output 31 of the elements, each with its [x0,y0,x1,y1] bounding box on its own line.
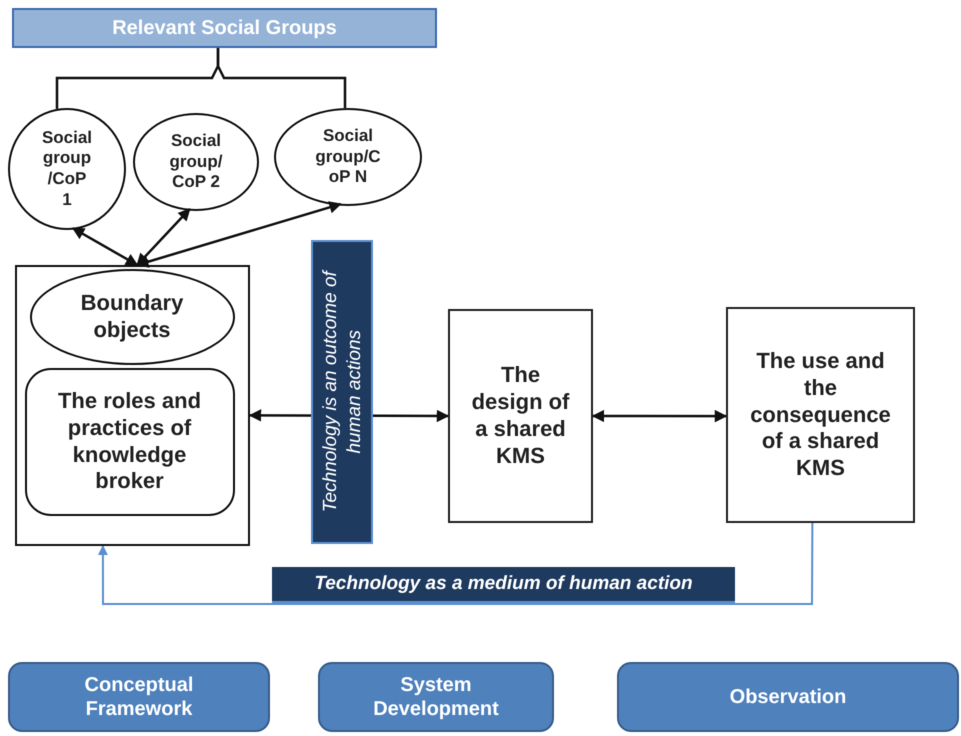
arrow [72,227,138,266]
node-label: The roles and practices of knowledge broker [56,388,202,496]
arrow [136,201,342,268]
arrow [98,523,814,605]
node-label: System Development [372,672,500,722]
box-shape [15,265,250,546]
node-label: Social group /CoP 1 [41,128,93,210]
node-label: Observation [730,684,846,710]
node-label: The use and the consequence of a shared KMS [749,348,892,482]
ellipse-node [274,108,422,206]
ellipse-node [8,108,126,230]
ellipse-node [133,113,259,211]
process-box [726,307,915,523]
arrow [136,208,191,266]
node-label: Social group/C oP N [314,126,382,188]
edge-label: Technology as a medium of human action [272,567,735,604]
ellipse-node [30,268,234,364]
node-label: Relevant Social Groups [112,16,337,40]
stage-box [318,662,554,732]
stage-box [8,662,270,732]
node-label: Boundary objects [80,290,184,344]
process-box [448,309,593,523]
rounded-box [24,368,234,516]
stage-box [617,662,959,732]
node-label: Social group/ CoP 2 [168,130,224,194]
node-label: Conceptual Framework [84,672,194,722]
arrow [592,410,728,422]
header-box [12,8,437,48]
brace-line [216,48,346,108]
edge-label: Technology is an outcome of human actions [311,240,373,544]
node-label: The design of a shared KMS [470,362,570,470]
